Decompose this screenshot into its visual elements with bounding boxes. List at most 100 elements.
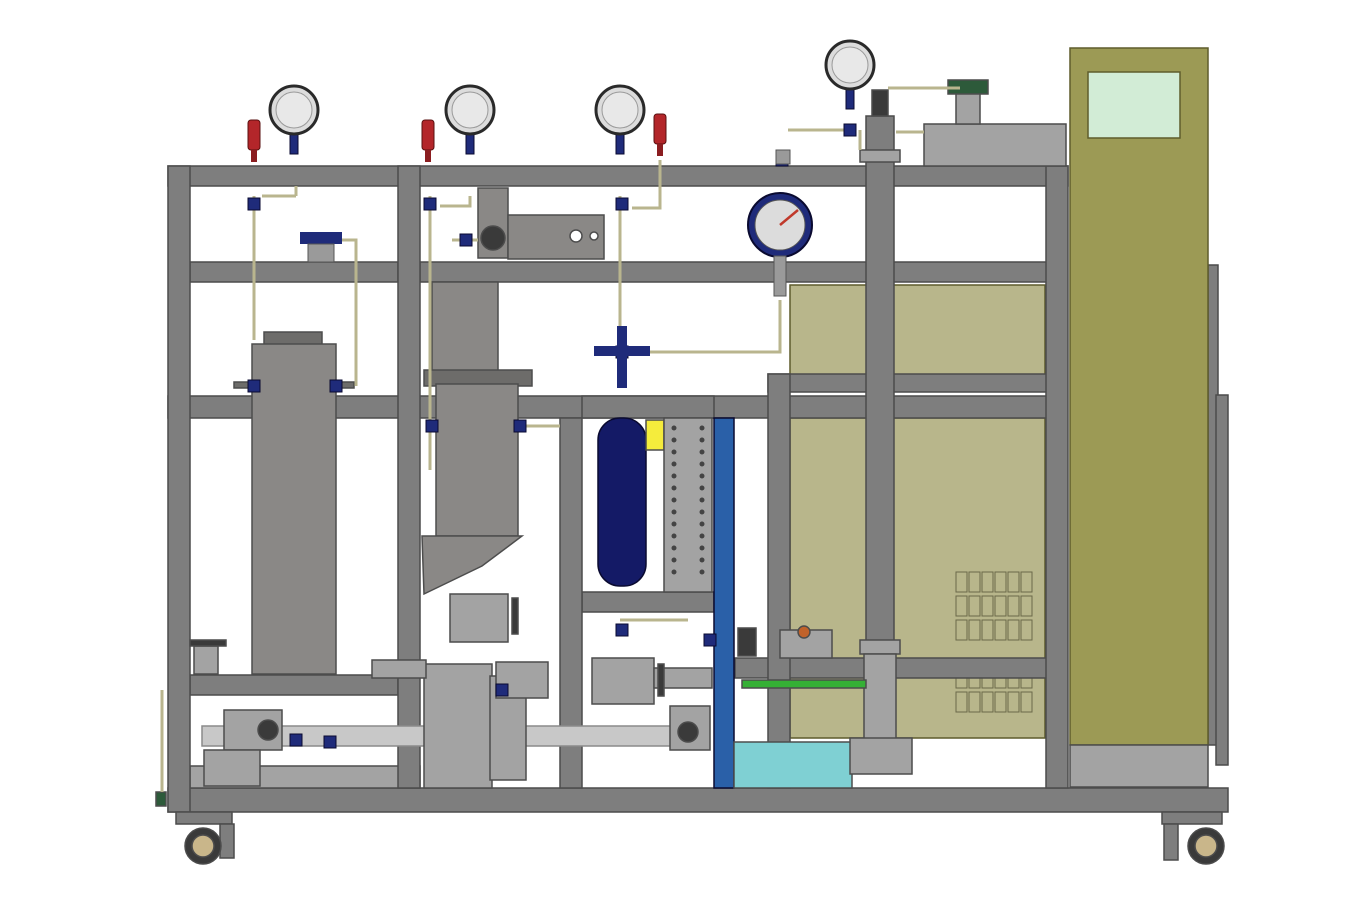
pipe-5 [340, 238, 358, 386]
fitting-5 [247, 379, 261, 393]
vent-cell [1007, 595, 1020, 617]
relief-valves [247, 113, 667, 162]
left-valve-stand [193, 645, 219, 675]
vent-cell [955, 619, 968, 641]
sight-hole [699, 497, 705, 503]
sight-hole [671, 473, 677, 479]
vent-cell [981, 691, 994, 713]
tall-column-stand [849, 737, 913, 775]
sight-hole [671, 449, 677, 455]
fitting-11 [289, 733, 303, 747]
vent-cell [968, 595, 981, 617]
sight-glass-panel [663, 417, 713, 593]
valve-block-handle [657, 663, 665, 697]
cyan-tank [733, 741, 853, 789]
vent-cell [994, 595, 1007, 617]
sight-hole [671, 461, 677, 467]
ground-terminal [155, 791, 167, 807]
fitting-6 [329, 379, 343, 393]
valve-block [591, 657, 655, 705]
center-pump-housing [423, 663, 493, 789]
frame-beam-2-left [189, 261, 399, 283]
sight-hole [671, 425, 677, 431]
vent-cell [1007, 691, 1020, 713]
tall-column-collar [859, 149, 901, 163]
caster-mount-right [1161, 811, 1223, 825]
fitting-16 [459, 233, 473, 247]
fitting-13 [703, 633, 717, 647]
sight-hole [671, 557, 677, 563]
tall-column [849, 89, 913, 775]
vessel-center-neck [431, 281, 499, 373]
inline-filter [300, 232, 342, 244]
tall-column-body [865, 115, 895, 657]
gauge-stem-2 [465, 133, 475, 155]
top-right-housing [923, 79, 1067, 167]
pipe-9 [632, 160, 662, 210]
lower-assembly [155, 593, 867, 807]
large-gauge-stem [773, 255, 787, 297]
tube-fittings [247, 123, 857, 749]
sight-hole [671, 533, 677, 539]
sight-hole [671, 545, 677, 551]
vent-cell [1007, 619, 1020, 641]
vessel-center [421, 281, 533, 596]
vent-cell [955, 595, 968, 617]
fitting-12 [323, 735, 337, 749]
caster-leg-right [1163, 823, 1179, 861]
gauge-dial-4 [831, 46, 869, 84]
blue-column [713, 417, 735, 789]
sight-hole [699, 485, 705, 491]
motor-left [203, 749, 261, 787]
fitting-2 [423, 197, 437, 211]
top-valve-body [775, 149, 791, 165]
caster-mount-left [175, 811, 233, 825]
frame-column-4 [767, 373, 791, 789]
gauge-dial-1 [275, 91, 313, 129]
sight-hole [699, 449, 705, 455]
blue-tank-assembly [581, 395, 735, 789]
back-panel-lower [789, 417, 1046, 739]
pipe-7 [440, 196, 472, 208]
vessel-left-body [251, 343, 337, 675]
frame-column-5 [1045, 165, 1069, 789]
frame-column-3 [559, 417, 583, 789]
vent-cell [1020, 691, 1033, 713]
vent-cell [994, 691, 1007, 713]
pump-left-hub [257, 719, 279, 741]
relief-valve-stem-1 [251, 150, 257, 162]
relief-valve-stem-3 [657, 144, 663, 156]
frame-beam-2-right [419, 261, 1049, 283]
inline-filter-body [307, 243, 335, 263]
frame-low-beam-left [189, 674, 399, 696]
vent-cell [1007, 571, 1020, 593]
mounting-bracket [477, 187, 605, 260]
tank-top-shelf [581, 395, 715, 419]
frame-shelf-center [581, 591, 715, 613]
fitting-10 [495, 683, 509, 697]
vent-cell [981, 595, 994, 617]
sight-glass-holes [671, 425, 705, 575]
sight-hole [699, 425, 705, 431]
vent-grid [955, 571, 1033, 713]
bracket-hole-1 [569, 229, 583, 243]
gauge-dial-2 [451, 91, 489, 129]
fitting-3 [615, 197, 629, 211]
vessel-left [233, 331, 355, 675]
fitting-1 [247, 197, 261, 211]
sight-hole [699, 521, 705, 527]
vent-cell [981, 571, 994, 593]
cross-fitting-v [617, 326, 627, 388]
yellow-tag [645, 419, 665, 451]
vent-cell [1020, 571, 1033, 593]
pipe-10 [640, 300, 782, 354]
vent-cell [968, 691, 981, 713]
bracket-hole-2 [589, 231, 599, 241]
gauge-stem-1 [289, 133, 299, 155]
vent-cell [994, 571, 1007, 593]
frame [167, 165, 1229, 813]
vent-cell [955, 691, 968, 713]
frame-base [167, 787, 1229, 813]
frame-mid-beam-upper [767, 373, 1049, 393]
sight-hole [699, 545, 705, 551]
